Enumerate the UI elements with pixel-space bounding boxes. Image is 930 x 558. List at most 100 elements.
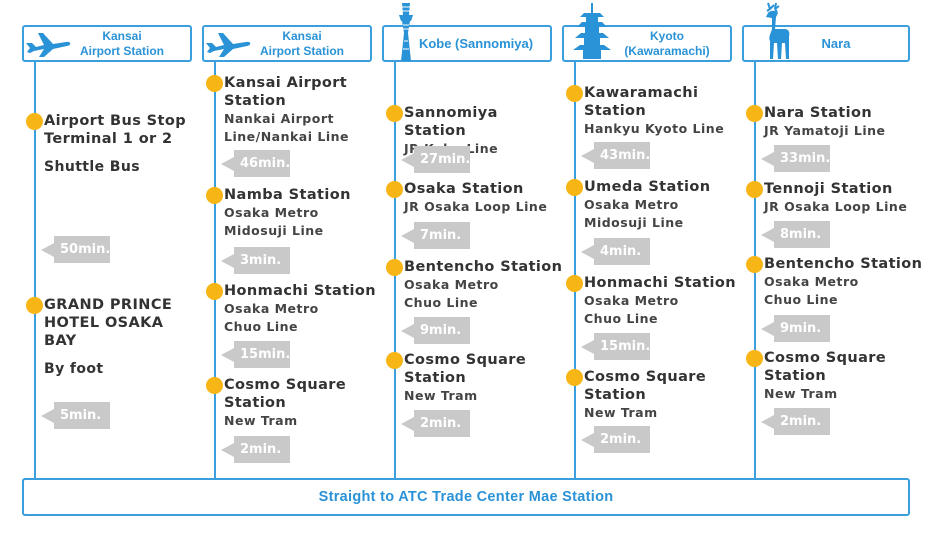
stop-item: Umeda Station Osaka Metro Midosuji Line [566, 178, 744, 232]
duration-badge: 9min. [401, 317, 470, 344]
destination-banner: Straight to ATC Trade Center Mae Station [22, 478, 910, 516]
origin-name-line1: Kansai [102, 29, 142, 44]
duration-badge: 43min. [581, 142, 650, 169]
airplane-icon [26, 33, 71, 57]
stop-name: Osaka Station [404, 181, 524, 197]
stop-marker [746, 350, 763, 367]
stop-name: Sannomiya Station [404, 105, 498, 139]
stop-item: Airport Bus Stop Terminal 1 or 2 Shuttle… [26, 112, 204, 176]
origin-header-nara: Nara [742, 2, 910, 62]
route-column-kansai-train: Kansai Airport Station Kansai Airport St… [202, 0, 382, 478]
duration-badge: 9min. [761, 315, 830, 342]
airplane-icon [206, 33, 251, 57]
stop-marker [386, 181, 403, 198]
stop-item: Cosmo Square Station New Tram [746, 349, 924, 403]
duration-badge: 7min. [401, 222, 470, 249]
stop-name: Honmachi Station [584, 275, 736, 291]
transport-line: New Tram [404, 388, 478, 403]
origin-name-line2: Airport Station [80, 43, 164, 58]
duration-badge: 50min. [41, 236, 110, 263]
stop-name: Kawaramachi Station [584, 85, 699, 119]
transport-line: Osaka Metro Chuo Line [584, 293, 679, 326]
duration-badge: 2min. [221, 436, 290, 463]
stop-item: Cosmo Square Station New Tram [566, 368, 744, 422]
origin-header-kansai-train: Kansai Airport Station [202, 25, 372, 62]
duration-badge: 3min. [221, 247, 290, 274]
duration-badge: 4min. [581, 238, 650, 265]
stop-item: Kawaramachi Station Hankyu Kyoto Line [566, 84, 744, 138]
stop-marker [386, 352, 403, 369]
stop-item: Tennoji Station JR Osaka Loop Line [746, 180, 924, 216]
stop-name: Bentencho Station [764, 256, 923, 272]
transport-line: JR Osaka Loop Line [404, 199, 548, 214]
route-line [574, 62, 576, 478]
duration-badge: 33min. [761, 145, 830, 172]
kobe-port-tower-icon [399, 3, 413, 61]
origin-header-kansai-bus: Kansai Airport Station [22, 25, 192, 62]
origin-header-kyoto: Kyoto (Kawaramachi) [562, 3, 732, 62]
stop-marker [566, 369, 583, 386]
stop-name: Cosmo Square Station [584, 369, 707, 403]
stop-marker [26, 297, 43, 314]
stop-name: Cosmo Square Station [764, 350, 887, 384]
duration-badge: 15min. [581, 333, 650, 360]
stop-name: Tennoji Station [764, 181, 893, 197]
duration-badge: 46min. [221, 150, 290, 177]
stop-name: Bentencho Station [404, 259, 563, 275]
transport-line: JR Yamatoji Line [764, 123, 886, 138]
transport-line: By foot [44, 361, 104, 377]
stop-name: Kansai Airport Station [224, 75, 348, 109]
route-column-kobe: Kobe (Sannomiya) Sannomiya Station JR Ko… [382, 0, 562, 478]
duration-badge: 2min. [761, 408, 830, 435]
deer-icon [766, 2, 790, 59]
origin-name: Kobe (Sannomiya) [418, 35, 534, 51]
route-column-nara: Nara Nara Station JR Yamatoji Line 33min… [742, 0, 922, 478]
transport-line: Osaka Metro Chuo Line [404, 277, 499, 310]
stop-item: Bentencho Station Osaka Metro Chuo Line [386, 258, 564, 312]
route-column-kyoto: Kyoto (Kawaramachi) Kawaramachi Station … [562, 0, 742, 478]
transport-line: New Tram [764, 386, 838, 401]
stop-item: Kansai Airport Station Nankai Airport Li… [206, 74, 384, 146]
stop-item: Honmachi Station Osaka Metro Chuo Line [566, 274, 744, 328]
transport-line: Shuttle Bus [44, 159, 140, 175]
stop-item: Namba Station Osaka Metro Midosuji Line [206, 186, 384, 240]
stop-item: Osaka Station JR Osaka Loop Line [386, 180, 564, 216]
stop-name: Nara Station [764, 105, 873, 121]
origin-name: Nara [821, 35, 851, 51]
stop-item: Honmachi Station Osaka Metro Chuo Line [206, 282, 384, 336]
transport-line: New Tram [584, 405, 658, 420]
stop-name: GRAND PRINCE HOTEL OSAKA BAY [44, 297, 173, 349]
duration-badge: 15min. [221, 341, 290, 368]
transport-line: New Tram [224, 413, 298, 428]
stop-marker [206, 377, 223, 394]
stop-marker [746, 105, 763, 122]
stop-marker [566, 179, 583, 196]
stop-name: Umeda Station [584, 179, 711, 195]
route-column-kansai-bus: Kansai Airport Station Airport Bus Stop … [22, 0, 202, 478]
stop-name: Cosmo Square Station [224, 377, 347, 411]
duration-badge: 2min. [401, 410, 470, 437]
origin-name-line2: (Kawaramachi) [624, 43, 710, 58]
duration-badge: 27min. [401, 146, 470, 173]
stop-name: Airport Bus Stop Terminal 1 or 2 [44, 113, 186, 147]
transport-line: Osaka Metro Midosuji Line [224, 205, 324, 238]
stop-name: Cosmo Square Station [404, 352, 527, 386]
stop-marker [386, 259, 403, 276]
transport-line: Osaka Metro Chuo Line [224, 301, 319, 334]
duration-badge: 2min. [581, 426, 650, 453]
stop-item: Nara Station JR Yamatoji Line [746, 104, 924, 140]
origin-name-line1: Kyoto [650, 29, 684, 44]
transport-line: Osaka Metro Chuo Line [764, 274, 859, 307]
origin-header-kobe: Kobe (Sannomiya) [382, 3, 552, 62]
transport-line: Hankyu Kyoto Line [584, 121, 725, 136]
stop-marker [746, 181, 763, 198]
transport-line: Nankai Airport Line/Nankai Line [224, 111, 349, 144]
pagoda-icon [573, 3, 611, 59]
route-line [34, 62, 36, 478]
stop-marker [206, 187, 223, 204]
stop-marker [566, 85, 583, 102]
stop-item: Bentencho Station Osaka Metro Chuo Line [746, 255, 924, 309]
duration-badge: 5min. [41, 402, 110, 429]
route-line [214, 62, 216, 478]
stop-item: Cosmo Square Station New Tram [206, 376, 384, 430]
